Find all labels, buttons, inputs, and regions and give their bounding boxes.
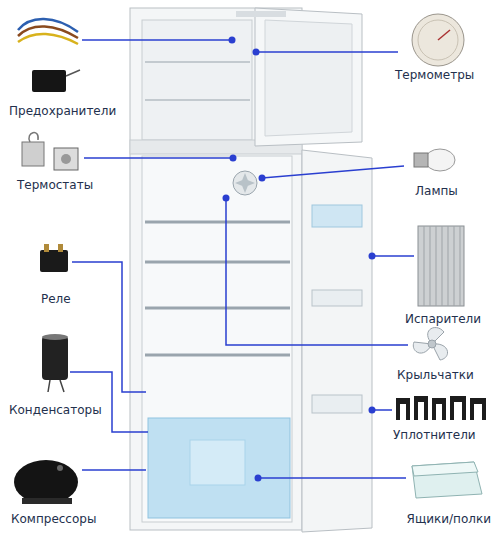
leader-lines-part <box>256 51 398 53</box>
fridge-body-part <box>145 99 250 101</box>
thermometer-icon-part <box>412 14 464 66</box>
lamp-icon <box>414 149 455 171</box>
part-label: Термостаты <box>16 178 94 193</box>
thermostat-icon-part <box>61 154 71 164</box>
lamp-icon-part <box>425 149 455 171</box>
evaporator-icon-part <box>424 226 460 306</box>
seal-icon <box>396 396 486 420</box>
compressor-icon-part <box>57 465 63 471</box>
drawer-icon <box>412 462 482 498</box>
evaporator-icon <box>418 226 464 306</box>
capacitor-icon <box>42 334 68 392</box>
fan-blade-icon <box>413 328 447 360</box>
seal-icon-part <box>396 398 410 420</box>
part-label: Предохранители <box>8 104 117 119</box>
thermometer-icon-part <box>418 20 458 60</box>
leader-lines-part <box>262 166 404 178</box>
leader-dots-part <box>223 195 230 202</box>
fridge-body-part <box>236 11 286 17</box>
fridge-body-part <box>145 61 250 63</box>
drawer-icon-part <box>412 462 478 476</box>
compressor-icon-part <box>14 460 78 504</box>
thermostat-icon <box>22 133 78 170</box>
fridge-body-part <box>235 173 255 193</box>
part-label: Компрессоры <box>10 512 97 527</box>
part-label: Испарители <box>404 312 482 327</box>
part-label: Термометры <box>394 68 475 83</box>
relay-icon-part <box>58 244 63 252</box>
relay-icon-part <box>40 250 68 272</box>
leader-dots-part <box>230 155 237 162</box>
fridge-body-part <box>302 150 372 532</box>
lamp-icon-part <box>414 153 428 167</box>
part-label: Конденсаторы <box>8 403 103 418</box>
wires-icon <box>18 19 78 44</box>
capacitor-icon-part <box>42 336 68 380</box>
evaporator-icon-part <box>418 226 464 306</box>
relay-icon-part <box>44 244 49 252</box>
leader-lines-part <box>84 157 233 159</box>
fuse-icon <box>32 70 80 92</box>
thermostat-icon-part <box>54 148 78 170</box>
compressor-icon <box>14 460 78 504</box>
part-label: Ящики/полки <box>406 512 492 527</box>
thermostat-icon-part <box>29 133 38 142</box>
leader-lines-part <box>258 477 406 479</box>
fridge-body-part <box>312 395 362 413</box>
fridge-body <box>130 8 372 532</box>
fridge-body-part <box>142 156 292 522</box>
relay-icon <box>40 244 68 272</box>
leader-lines-part <box>82 39 232 41</box>
leader-lines-part <box>82 469 146 471</box>
seal-icon-part <box>450 396 466 420</box>
part-label: Реле <box>40 292 72 307</box>
seal-icon-part <box>470 398 486 420</box>
thermostat-icon-part <box>22 142 44 166</box>
fuse-icon-part <box>66 70 80 76</box>
fridge-body-part <box>145 307 290 310</box>
leader-dots <box>223 37 376 482</box>
leader-dots-part <box>369 407 376 414</box>
part-label: Лампы <box>414 184 459 199</box>
fridge-body-part <box>142 20 252 140</box>
seal-icon-part <box>432 398 446 420</box>
fridge-body-part <box>312 205 362 227</box>
thermometer-icon-part <box>438 30 450 40</box>
leader-dots-part <box>369 253 376 260</box>
leader-dots-part <box>229 37 236 44</box>
capacitor-icon-part <box>48 380 64 392</box>
fridge-body-part <box>145 221 290 224</box>
leader-dots-part <box>253 49 260 56</box>
fridge-body-part <box>312 290 362 306</box>
fridge-body-part <box>265 20 352 136</box>
drawer-icon-part <box>412 462 482 498</box>
compressor-icon-part <box>22 498 72 504</box>
capacitor-icon-part <box>42 334 68 340</box>
fridge-body-part <box>148 418 290 518</box>
leader-lines-part <box>372 255 414 257</box>
leader-dots-part <box>255 475 262 482</box>
leader-lines <box>70 40 414 478</box>
leader-lines-part <box>70 372 148 432</box>
thermometer-icon <box>412 14 464 66</box>
fridge-body-part <box>190 440 245 485</box>
fridge-body-part <box>233 171 257 195</box>
seal-icon-part <box>414 396 428 420</box>
leader-lines-part <box>226 198 408 345</box>
part-label: Уплотнители <box>392 428 477 443</box>
fuse-icon-part <box>32 70 66 92</box>
fan-blade-icon-part <box>428 340 436 348</box>
fridge-body-part <box>145 261 290 264</box>
wires-icon-part <box>18 34 78 44</box>
fridge-body-part <box>255 8 362 146</box>
fridge-body-part <box>145 354 290 357</box>
leader-dots-part <box>259 175 266 182</box>
part-label: Крыльчатки <box>396 368 475 383</box>
